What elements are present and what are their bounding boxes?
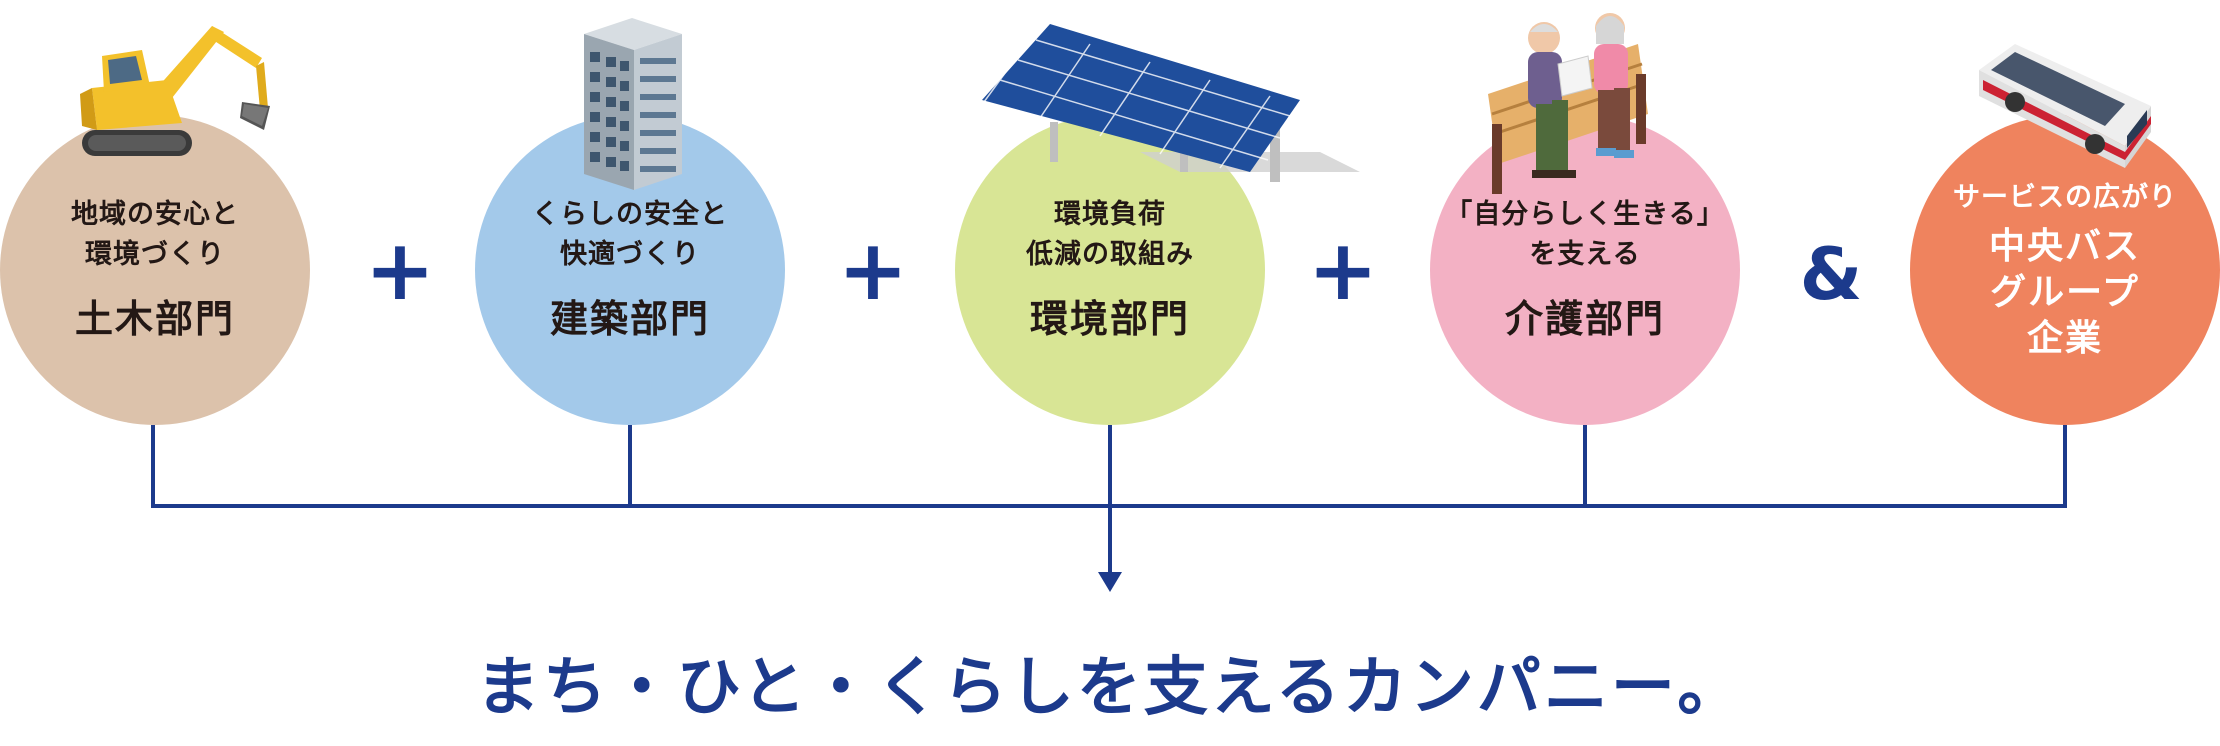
dept-care-circle: 「自分らしく生きる」 を支える 介護部門 (1430, 115, 1740, 425)
bus-group-sub: サービスの広がり (1953, 182, 2177, 213)
plus-sign-1: + (364, 221, 436, 319)
solar-panel-icon (982, 24, 1360, 182)
dept-environment-name: 環境部門 (1029, 297, 1190, 341)
bus-icon (1979, 44, 2151, 168)
ampersand-sign: & (1799, 232, 1863, 316)
dept-civil-sub-2: 環境づくり (85, 239, 225, 270)
dept-civil-circle: 地域の安心と 環境づくり 土木部門 (0, 115, 310, 425)
excavator-icon (80, 26, 270, 156)
dept-environment-sub-2: 低減の取組み (1026, 239, 1194, 270)
bus-group-name-1: 中央バス (1988, 226, 2141, 267)
elderly-couple-bench-icon (1488, 13, 1648, 194)
dept-architecture-name: 建築部門 (549, 297, 710, 341)
dept-civil-sub-1: 地域の安心と (71, 199, 239, 230)
bus-group-circle: サービスの広がり 中央バス グループ 企業 (1910, 115, 2220, 425)
dept-architecture-sub-2: 快適づくり (560, 239, 700, 270)
dept-civil-name: 土木部門 (74, 297, 235, 341)
dept-architecture-sub-1: くらしの安全と (532, 199, 728, 230)
plus-sign-3: + (1307, 221, 1379, 319)
bus-group-name-2: グループ (1990, 272, 2140, 313)
bus-group-name-3: 企業 (2026, 318, 2103, 359)
building-icon (584, 18, 682, 190)
dept-care-sub-2: を支える (1529, 239, 1641, 270)
slogan: まち・ひと・くらしを支えるカンパニー。 (475, 651, 1745, 725)
dept-care-name: 介護部門 (1504, 297, 1665, 341)
arrow-head (1098, 572, 1122, 592)
dept-environment-sub-1: 環境負荷 (1054, 199, 1166, 230)
plus-sign-2: + (837, 221, 909, 319)
dept-care-sub-1: 「自分らしく生きる」 (1445, 199, 1725, 230)
